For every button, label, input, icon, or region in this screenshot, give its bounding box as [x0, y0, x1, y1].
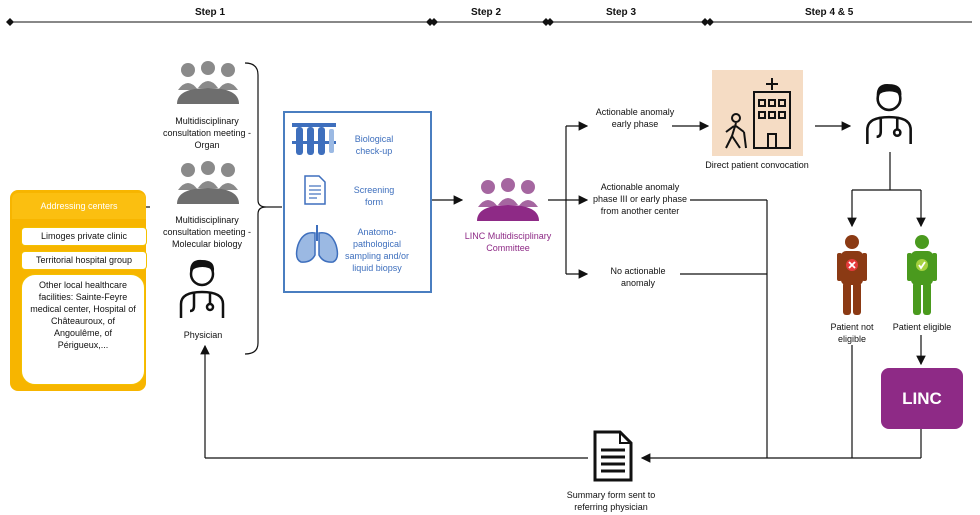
people-group-icon — [477, 178, 539, 221]
patient-not-eligible-label: Patient not eligible — [830, 322, 874, 344]
committee-label: LINC Multidisciplinary Committee — [464, 231, 552, 253]
meeting-molecular-label: Multidisciplinary consultation meeting -… — [162, 215, 252, 249]
bio-checkup-label: Biological check-up — [354, 134, 394, 156]
people-group-icon — [177, 61, 239, 104]
hospital-icon — [725, 78, 791, 149]
patient-check-icon — [907, 235, 937, 315]
document-icon — [593, 430, 633, 482]
doctor-icon — [179, 259, 225, 318]
lungs-icon — [295, 225, 339, 263]
test-tubes-icon — [292, 123, 336, 155]
step-45-label: Step 4 & 5 — [805, 7, 854, 18]
addressing-item-limoges: Limoges private clinic — [21, 227, 147, 246]
summary-form-label: Summary form sent to referring physician — [566, 490, 656, 512]
people-group-icon — [177, 161, 239, 204]
doctor-icon — [866, 84, 912, 144]
anatomo-label: Anatomo-pathological sampling and/or liq… — [344, 227, 410, 273]
outcome-early-label: Actionable anomaly early phase — [595, 107, 675, 129]
step-3-label: Step 3 — [606, 7, 637, 18]
physician-label: Physician — [183, 330, 223, 340]
addressing-item-other: Other local healthcare facilities: Saint… — [21, 274, 145, 385]
convocation-panel — [712, 70, 803, 156]
patient-eligible-label: Patient eligible — [892, 322, 952, 332]
meeting-organ-label: Multidisciplinary consultation meeting -… — [162, 116, 252, 150]
linc-box: LINC — [881, 368, 963, 429]
step-1-label: Step 1 — [195, 7, 226, 18]
addressing-item-territorial: Territorial hospital group — [21, 251, 147, 270]
patient-cross-icon — [837, 235, 867, 315]
step-2-label: Step 2 — [471, 7, 502, 18]
document-icon — [304, 175, 326, 205]
addressing-centers-title: Addressing centers — [12, 193, 146, 219]
outcome-none-label: No actionable anomaly — [610, 266, 666, 288]
screening-form-label: Screening form — [353, 185, 395, 207]
convocation-label: Direct patient convocation — [705, 160, 809, 170]
outcome-phase3-label: Actionable anomaly phase III or early ph… — [592, 182, 688, 216]
